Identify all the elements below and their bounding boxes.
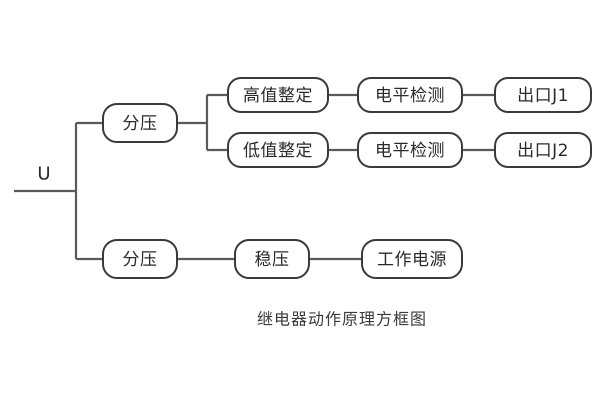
node-divider-top-box[interactable]	[102, 103, 178, 143]
node-output-j1-box[interactable]	[494, 77, 592, 113]
node-divider-top-label: 分压	[123, 114, 158, 134]
node-regulator-box[interactable]	[234, 239, 310, 279]
node-level-detect-2[interactable]: 电平检测	[357, 132, 463, 168]
node-level-detect-1-box[interactable]	[357, 77, 463, 113]
node-output-j2-box[interactable]	[494, 132, 592, 168]
node-work-supply-label: 工作电源	[377, 250, 447, 270]
node-divider-bottom[interactable]: 分压	[102, 239, 178, 279]
node-high-set[interactable]: 高值整定	[227, 77, 329, 113]
node-output-j2[interactable]: 出口J2	[494, 132, 592, 168]
node-high-set-box[interactable]	[227, 77, 329, 113]
node-divider-bottom-label: 分压	[123, 250, 158, 270]
node-level-detect-1[interactable]: 电平检测	[357, 77, 463, 113]
node-regulator-label: 稳压	[255, 250, 290, 270]
connector-layer	[14, 93, 496, 261]
node-output-j2-label: 出口J2	[517, 141, 569, 161]
node-low-set[interactable]: 低值整定	[227, 132, 329, 168]
node-regulator[interactable]: 稳压	[234, 239, 310, 279]
node-work-supply[interactable]: 工作电源	[361, 239, 463, 279]
node-output-j1-label: 出口J1	[517, 86, 569, 106]
node-divider-bottom-box[interactable]	[102, 239, 178, 279]
node-low-set-label: 低值整定	[243, 141, 313, 161]
node-work-supply-box[interactable]	[361, 239, 463, 279]
node-divider-top[interactable]: 分压	[102, 103, 178, 143]
node-high-set-label: 高值整定	[243, 86, 313, 106]
node-level-detect-2-box[interactable]	[357, 132, 463, 168]
diagram-caption: 继电器动作原理方框图	[257, 310, 427, 329]
node-level-detect-1-label: 电平检测	[375, 86, 445, 106]
node-output-j1[interactable]: 出口J1	[494, 77, 592, 113]
input-voltage-label: U	[37, 164, 50, 185]
node-low-set-box[interactable]	[227, 132, 329, 168]
node-level-detect-2-label: 电平检测	[375, 141, 445, 161]
